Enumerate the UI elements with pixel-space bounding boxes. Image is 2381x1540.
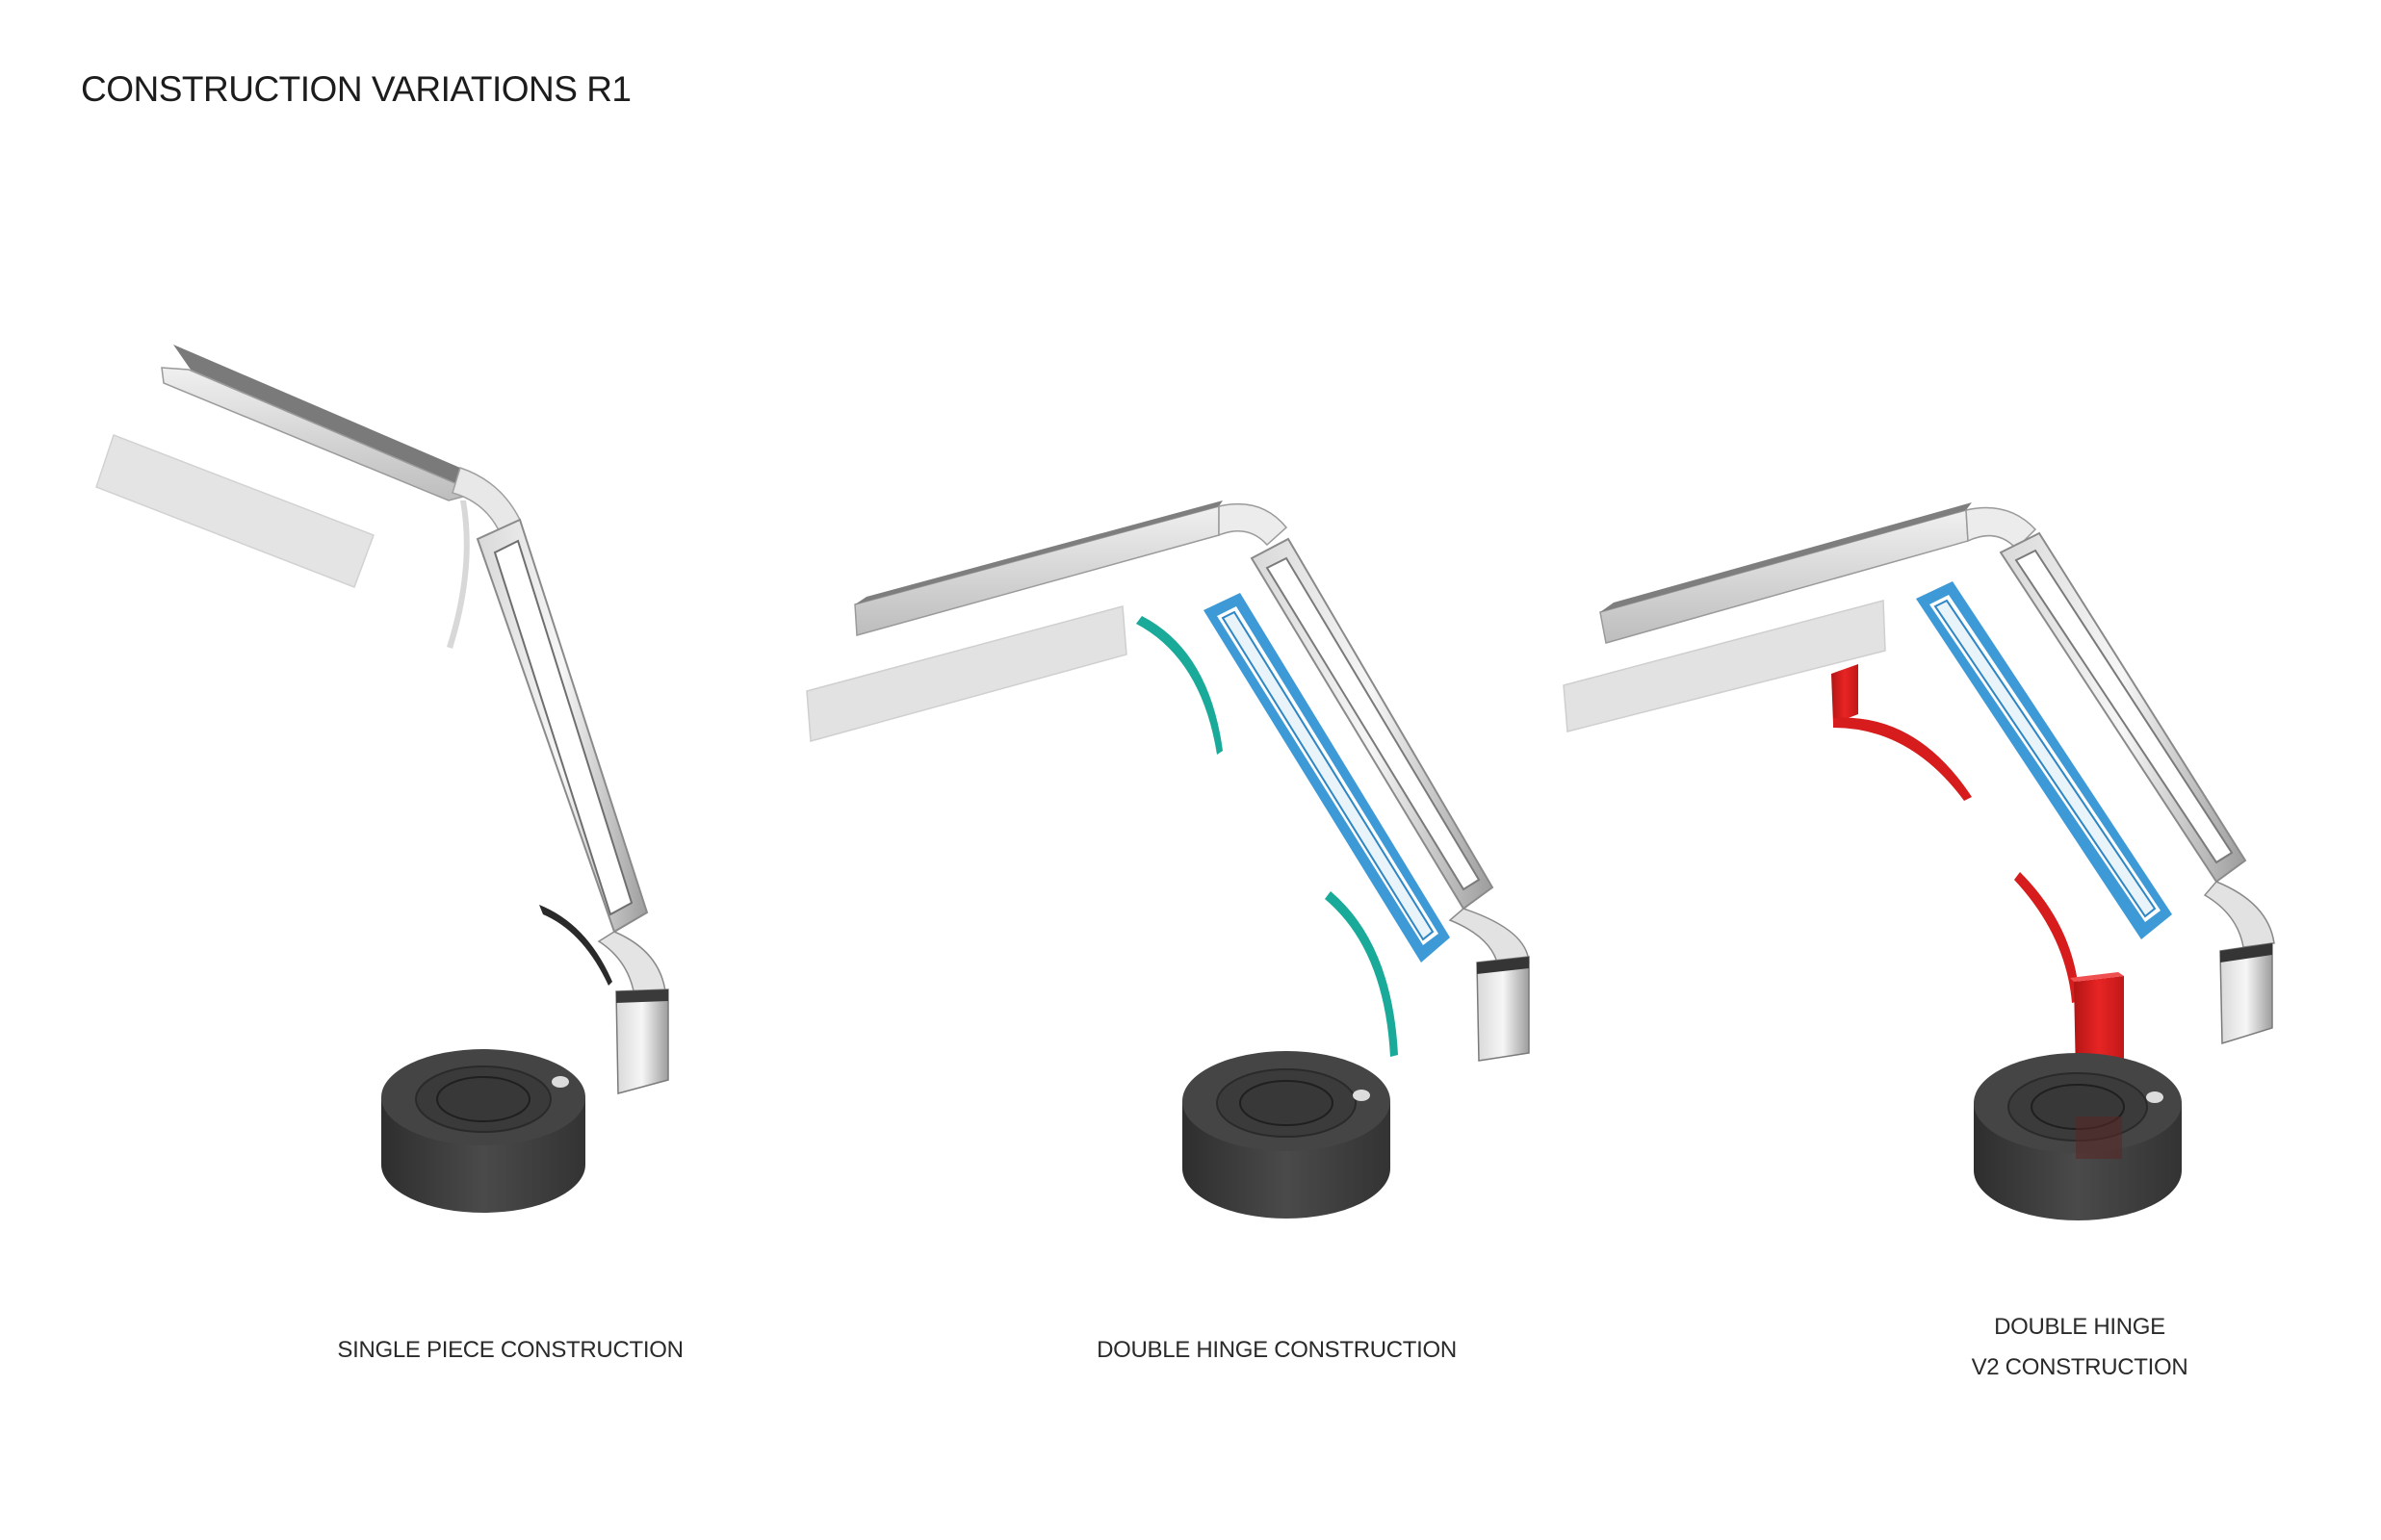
diffuser-panel xyxy=(1563,600,1886,732)
caption-double-hinge-v2: DOUBLE HINGE V2 CONSTRUCTION xyxy=(1791,1307,2368,1388)
blue-frame xyxy=(1916,581,2172,939)
lamp-base xyxy=(381,1049,585,1213)
caption-double-hinge: DOUBLE HINGE CONSTRUCTION xyxy=(988,1330,1566,1371)
lamp-single-piece xyxy=(95,345,669,1213)
lower-arm xyxy=(1999,531,2275,1045)
red-hinge-upper xyxy=(1831,664,1972,801)
blue-frame xyxy=(1203,593,1450,962)
red-hinge-lower xyxy=(2014,872,2124,1078)
page-title: CONSTRUCTION VARIATIONS R1 xyxy=(81,69,632,109)
lower-arm xyxy=(476,518,669,1094)
caption-line: DOUBLE HINGE xyxy=(1994,1314,2165,1340)
caption-single-piece: SINGLE PIECE CONSTRUCTION xyxy=(221,1330,799,1371)
lamp-double-hinge-v2 xyxy=(1563,502,2275,1220)
upper-arm xyxy=(854,500,1288,636)
lamp-base xyxy=(1974,1053,2182,1220)
flex-strip xyxy=(447,500,470,649)
diffuser-panel xyxy=(95,434,375,588)
teal-hinge-upper xyxy=(1136,616,1223,755)
caption-line: SINGLE PIECE CONSTRUCTION xyxy=(337,1337,684,1363)
upper-arm xyxy=(1599,502,2037,644)
lamp-base xyxy=(1182,1051,1390,1219)
upper-arm xyxy=(161,345,521,536)
caption-line: V2 CONSTRUCTION xyxy=(1971,1354,2188,1380)
caption-line: DOUBLE HINGE CONSTRUCTION xyxy=(1097,1337,1457,1363)
lamp-double-hinge xyxy=(806,500,1530,1219)
hinge-flex xyxy=(539,905,612,986)
diffuser-panel xyxy=(806,605,1127,742)
teal-hinge-lower xyxy=(1325,891,1398,1057)
lower-arm xyxy=(1250,537,1530,1062)
